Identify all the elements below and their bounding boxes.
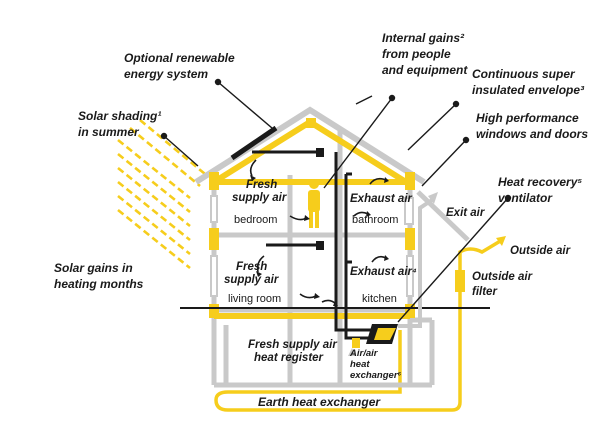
airflow-arrowheads <box>250 175 389 306</box>
label-fresh-supply-upper: Fresh supply air <box>232 179 287 204</box>
label-internal-gains: Internal gains² from people and equipmen… <box>382 31 468 77</box>
label-outside-air: Outside air <box>510 245 571 257</box>
exit-air-duct <box>398 198 434 328</box>
room-bedroom: bedroom <box>234 214 277 226</box>
outside-air-arrow <box>496 236 506 246</box>
label-exhaust-lower: Exhaust air⁴ <box>350 266 417 278</box>
label-heat-recovery: Heat recovery⁵ ventilator <box>498 175 586 205</box>
label-windows: High performance windows and doors <box>476 111 588 141</box>
label-outside-air-filter: Outside air filter <box>472 271 535 298</box>
heat-register-icon <box>352 338 360 348</box>
room-living-room: living room <box>228 293 281 305</box>
label-fresh-supply-lower: Fresh supply air <box>224 261 279 286</box>
room-kitchen: kitchen <box>362 293 397 305</box>
label-envelope: Continuous super insulated envelope³ <box>472 67 585 97</box>
porch-roof <box>416 190 470 242</box>
outside-air-intake <box>458 238 503 258</box>
label-renewable: Optional renewable energy system <box>124 51 238 81</box>
label-solar-shading: Solar shading¹ in summer <box>78 109 165 139</box>
label-exit-air: Exit air <box>446 207 485 219</box>
callout-leaders <box>160 78 512 323</box>
exit-air-arrow <box>428 192 438 204</box>
label-exhaust-upper: Exhaust air <box>350 193 413 205</box>
sun-rays <box>117 119 206 270</box>
solar-panel <box>230 125 278 161</box>
label-fresh-register: Fresh supply air heat register <box>248 339 340 364</box>
air-exchanger-arrow <box>348 348 356 356</box>
windows <box>210 195 414 297</box>
upper-supply-diffuser <box>316 148 324 157</box>
lower-supply-diffuser <box>316 241 324 250</box>
person-figure <box>308 179 320 228</box>
earth-heat-exchanger-pipe <box>214 258 462 412</box>
heat-recovery-ventilator <box>366 324 398 344</box>
label-solar-gains: Solar gains in heating months <box>54 261 144 291</box>
label-earth-heat-exchanger: Earth heat exchanger <box>258 395 381 409</box>
room-bathroom: bathroom <box>352 214 398 226</box>
label-air-exchanger: Air/air heat exchanger⁶ <box>349 348 402 381</box>
wall-insulation-blocks <box>209 118 415 318</box>
ventilation-ducts <box>252 150 372 340</box>
outside-air-filter-icon <box>455 270 465 292</box>
